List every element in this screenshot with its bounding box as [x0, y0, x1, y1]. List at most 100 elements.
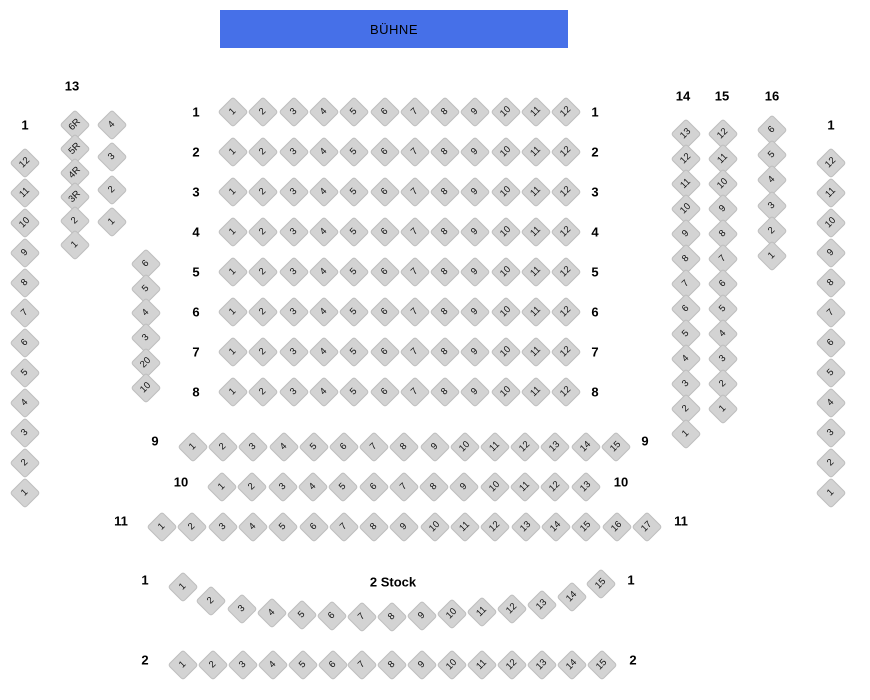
- seat-parkett-row-9-1[interactable]: 1: [177, 431, 209, 463]
- seat-parkett-row-4-1[interactable]: 1: [217, 216, 249, 248]
- seat-stock2-row-2-1[interactable]: 1: [167, 649, 199, 681]
- seat-parkett-row-7-7[interactable]: 7: [399, 336, 431, 368]
- seat-balcony-left-11[interactable]: 11: [9, 177, 41, 209]
- seat-stock2-row-1-1[interactable]: 1: [167, 571, 199, 603]
- seat-parkett-row-2-12[interactable]: 12: [550, 136, 582, 168]
- seat-balcony-right-2[interactable]: 2: [815, 447, 847, 479]
- seat-parkett-row-1-1[interactable]: 1: [217, 96, 249, 128]
- seat-parkett-row-5-2[interactable]: 2: [247, 256, 279, 288]
- seat-block-13-col-a-1[interactable]: 1: [59, 229, 91, 261]
- seat-balcony-left-9[interactable]: 9: [9, 237, 41, 269]
- seat-parkett-row-11-4[interactable]: 4: [237, 511, 269, 543]
- seat-parkett-row-9-12[interactable]: 12: [509, 431, 541, 463]
- seat-parkett-row-10-8[interactable]: 8: [418, 471, 450, 503]
- seat-block-13-col-b-4[interactable]: 4: [96, 109, 128, 141]
- seat-parkett-row-10-2[interactable]: 2: [236, 471, 268, 503]
- seat-parkett-row-11-12[interactable]: 12: [479, 511, 511, 543]
- seat-parkett-row-2-5[interactable]: 5: [338, 136, 370, 168]
- seat-parkett-row-1-7[interactable]: 7: [399, 96, 431, 128]
- seat-parkett-row-7-8[interactable]: 8: [429, 336, 461, 368]
- seat-parkett-row-8-4[interactable]: 4: [308, 376, 340, 408]
- seat-parkett-row-10-1[interactable]: 1: [206, 471, 238, 503]
- seat-parkett-row-4-3[interactable]: 3: [278, 216, 310, 248]
- seat-parkett-row-10-3[interactable]: 3: [267, 471, 299, 503]
- seat-parkett-row-5-12[interactable]: 12: [550, 256, 582, 288]
- seat-balcony-right-9[interactable]: 9: [815, 237, 847, 269]
- seat-balcony-left-10[interactable]: 10: [9, 207, 41, 239]
- seat-stock2-row-2-15[interactable]: 15: [586, 649, 618, 681]
- seat-parkett-row-3-5[interactable]: 5: [338, 176, 370, 208]
- seat-parkett-row-11-7[interactable]: 7: [328, 511, 360, 543]
- seat-parkett-row-3-1[interactable]: 1: [217, 176, 249, 208]
- seat-parkett-row-8-5[interactable]: 5: [338, 376, 370, 408]
- seat-parkett-row-4-6[interactable]: 6: [368, 216, 401, 248]
- seat-parkett-row-9-15[interactable]: 15: [600, 431, 632, 463]
- seat-stock2-row-1-15[interactable]: 15: [585, 568, 617, 600]
- seat-parkett-row-8-11[interactable]: 11: [520, 376, 552, 408]
- seat-block-13-col-b-1[interactable]: 1: [96, 206, 128, 238]
- seat-balcony-left-7[interactable]: 7: [9, 297, 41, 329]
- seat-parkett-row-11-2[interactable]: 2: [176, 511, 208, 543]
- seat-parkett-row-8-7[interactable]: 7: [399, 376, 431, 408]
- seat-parkett-row-2-1[interactable]: 1: [217, 136, 249, 168]
- seat-parkett-row-2-9[interactable]: 9: [459, 136, 491, 168]
- seat-parkett-row-6-7[interactable]: 7: [399, 296, 431, 328]
- seat-parkett-row-5-9[interactable]: 9: [459, 256, 491, 288]
- seat-stock2-row-2-14[interactable]: 14: [556, 649, 588, 681]
- seat-parkett-row-9-13[interactable]: 13: [539, 431, 571, 463]
- seat-balcony-right-4[interactable]: 4: [815, 387, 847, 419]
- seat-parkett-row-7-3[interactable]: 3: [278, 336, 310, 368]
- seat-balcony-left-5[interactable]: 5: [9, 357, 41, 389]
- seat-parkett-row-6-9[interactable]: 9: [459, 296, 491, 328]
- seat-stock2-row-2-13[interactable]: 13: [526, 649, 558, 681]
- seat-stock2-row-1-12[interactable]: 12: [496, 593, 528, 625]
- seat-balcony-right-3[interactable]: 3: [815, 417, 847, 449]
- seat-parkett-row-11-8[interactable]: 8: [358, 511, 390, 543]
- seat-parkett-row-9-14[interactable]: 14: [570, 431, 602, 463]
- seat-parkett-row-5-10[interactable]: 10: [490, 256, 522, 288]
- seat-parkett-row-5-5[interactable]: 5: [338, 256, 370, 288]
- seat-parkett-row-10-4[interactable]: 4: [297, 471, 329, 503]
- seat-parkett-row-9-8[interactable]: 8: [388, 431, 420, 463]
- seat-parkett-row-4-5[interactable]: 5: [338, 216, 370, 248]
- seat-balcony-left-3[interactable]: 3: [9, 417, 41, 449]
- seat-stock2-row-1-3[interactable]: 3: [226, 593, 258, 625]
- seat-parkett-row-10-12[interactable]: 12: [539, 471, 571, 503]
- seat-parkett-row-11-6[interactable]: 6: [297, 511, 330, 543]
- seat-parkett-row-7-6[interactable]: 6: [368, 336, 401, 368]
- seat-parkett-row-5-3[interactable]: 3: [278, 256, 310, 288]
- seat-parkett-row-11-11[interactable]: 11: [449, 511, 481, 543]
- seat-stock2-row-2-4[interactable]: 4: [257, 649, 289, 681]
- seat-parkett-row-7-2[interactable]: 2: [247, 336, 279, 368]
- seat-parkett-row-4-7[interactable]: 7: [399, 216, 431, 248]
- seat-parkett-row-7-10[interactable]: 10: [490, 336, 522, 368]
- seat-parkett-row-8-3[interactable]: 3: [278, 376, 310, 408]
- seat-parkett-row-11-5[interactable]: 5: [267, 511, 299, 543]
- seat-parkett-row-5-6[interactable]: 6: [368, 256, 401, 288]
- seat-balcony-left-6[interactable]: 6: [9, 327, 41, 359]
- seat-block-14-1[interactable]: 1: [670, 418, 702, 450]
- seat-parkett-row-4-9[interactable]: 9: [459, 216, 491, 248]
- seat-parkett-row-7-11[interactable]: 11: [520, 336, 552, 368]
- seat-parkett-row-4-10[interactable]: 10: [490, 216, 522, 248]
- seat-parkett-row-10-11[interactable]: 11: [509, 471, 541, 503]
- seat-parkett-row-6-12[interactable]: 12: [550, 296, 582, 328]
- seat-parkett-row-2-3[interactable]: 3: [278, 136, 310, 168]
- seat-parkett-row-10-7[interactable]: 7: [388, 471, 420, 503]
- seat-parkett-row-9-5[interactable]: 5: [298, 431, 330, 463]
- seat-parkett-row-6-3[interactable]: 3: [278, 296, 310, 328]
- seat-parkett-row-8-10[interactable]: 10: [490, 376, 522, 408]
- seat-parkett-row-8-8[interactable]: 8: [429, 376, 461, 408]
- seat-parkett-row-6-8[interactable]: 8: [429, 296, 461, 328]
- seat-parkett-row-7-1[interactable]: 1: [217, 336, 249, 368]
- seat-parkett-row-11-3[interactable]: 3: [207, 511, 239, 543]
- seat-balcony-right-10[interactable]: 10: [815, 207, 847, 239]
- seat-parkett-row-3-11[interactable]: 11: [520, 176, 552, 208]
- seat-balcony-right-5[interactable]: 5: [815, 357, 847, 389]
- seat-parkett-row-11-1[interactable]: 1: [146, 511, 178, 543]
- seat-parkett-row-3-8[interactable]: 8: [429, 176, 461, 208]
- seat-stock2-row-1-5[interactable]: 5: [286, 599, 318, 631]
- seat-stock2-row-1-7[interactable]: 7: [346, 601, 378, 633]
- seat-stock2-row-2-12[interactable]: 12: [496, 649, 528, 681]
- seat-parkett-row-1-3[interactable]: 3: [278, 96, 310, 128]
